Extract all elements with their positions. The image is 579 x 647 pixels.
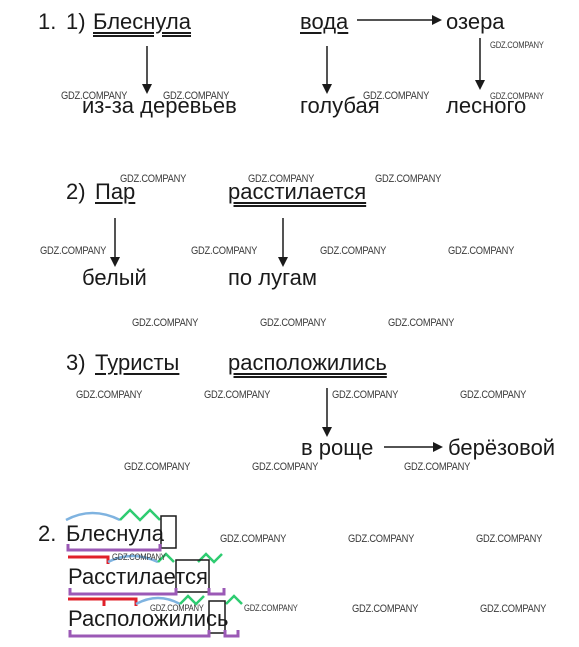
sentence3-label: 3)	[66, 350, 86, 375]
morpheme-word-3: Расположились	[68, 606, 229, 631]
watermark: GDZ.COMPANY	[150, 603, 204, 613]
watermark: GDZ.COMPANY	[76, 389, 143, 401]
sentence2-predicate: расстилается	[228, 179, 367, 204]
prefix-mark-3a	[68, 597, 106, 606]
sentence3-word-v-roshche: в роще	[301, 435, 374, 460]
base-bracket-2	[68, 588, 178, 596]
watermark: GDZ.COMPANY	[120, 173, 187, 185]
watermark: GDZ.COMPANY	[363, 90, 430, 102]
morpheme-word-1: Блеснула	[66, 521, 165, 546]
morpheme-marks-2	[68, 552, 226, 596]
suffix-mark-2b	[197, 552, 223, 564]
watermark: GDZ.COMPANY	[244, 603, 298, 613]
sentence2-word-po-lugam: по лугам	[228, 265, 317, 290]
root-arc-2	[107, 554, 159, 564]
watermark: GDZ.COMPANY	[332, 389, 399, 401]
sentence1-word-iz-za-derevev: из-за деревьев	[82, 93, 237, 118]
watermark: GDZ.COMPANY	[163, 90, 230, 102]
suffix-mark-3b	[225, 594, 243, 605]
watermark: GDZ.COMPANY	[191, 245, 258, 257]
watermark: GDZ.COMPANY	[260, 317, 327, 329]
morpheme-word-2: Расстилается	[68, 564, 208, 589]
ending-box-2	[175, 559, 210, 593]
watermark: GDZ.COMPANY	[490, 91, 544, 101]
base-bracket-2b	[207, 588, 226, 596]
suffix-mark-1	[119, 508, 161, 522]
watermark: GDZ.COMPANY	[248, 173, 315, 185]
prefix-mark-3b	[104, 597, 138, 606]
sentence1-label: 1)	[66, 9, 86, 34]
watermark: GDZ.COMPANY	[348, 533, 415, 545]
watermark: GDZ.COMPANY	[112, 552, 166, 562]
watermark: GDZ.COMPANY	[204, 389, 271, 401]
watermark: GDZ.COMPANY	[252, 461, 319, 473]
suffix-mark-3a	[179, 594, 205, 606]
watermark: GDZ.COMPANY	[480, 603, 547, 615]
ending-box-1	[160, 515, 177, 549]
watermark: GDZ.COMPANY	[476, 533, 543, 545]
task1-number: 1.	[38, 9, 57, 34]
watermark: GDZ.COMPANY	[320, 245, 387, 257]
base-bracket-1	[66, 544, 162, 552]
watermark: GDZ.COMPANY	[448, 245, 515, 257]
sentence2-subject: Пар	[95, 179, 136, 204]
root-arc-3	[135, 596, 181, 606]
base-bracket-3b	[223, 630, 240, 638]
sentence1-subject: Блеснула	[93, 9, 192, 34]
base-bracket-3	[68, 630, 211, 638]
watermark: GDZ.COMPANY	[124, 461, 191, 473]
sentence3-subject: Туристы	[95, 350, 180, 375]
sentence2-label: 2)	[66, 179, 86, 204]
suffix-mark-2a	[157, 552, 175, 563]
ending-box-3	[208, 600, 226, 634]
sentence1-word-golubaya: голубая	[300, 93, 380, 118]
sentence3-word-berezovoi: берёзовой	[448, 435, 556, 460]
watermark: GDZ.COMPANY	[388, 317, 455, 329]
watermark: GDZ.COMPANY	[132, 317, 199, 329]
watermark: GDZ.COMPANY	[40, 245, 107, 257]
watermark: GDZ.COMPANY	[404, 461, 471, 473]
watermark: GDZ.COMPANY	[460, 389, 527, 401]
watermark: GDZ.COMPANY	[490, 40, 544, 50]
sentence1-word-lesnogo: лесного	[446, 93, 527, 118]
sentence2-word-belyi: белый	[82, 265, 147, 290]
watermark: GDZ.COMPANY	[61, 90, 128, 102]
prefix-mark-2	[68, 555, 110, 564]
morpheme-marks-3	[68, 594, 243, 638]
sentence1-predicate: вода	[300, 9, 349, 34]
sentence3-predicate: расположились	[228, 350, 387, 375]
watermark: GDZ.COMPANY	[220, 533, 287, 545]
sentence1-word-ozera: озера	[446, 9, 505, 34]
task2-number: 2.	[38, 521, 57, 546]
root-arc-1	[65, 511, 121, 522]
watermark: GDZ.COMPANY	[352, 603, 419, 615]
watermark: GDZ.COMPANY	[375, 173, 442, 185]
morpheme-marks-1	[65, 508, 177, 552]
